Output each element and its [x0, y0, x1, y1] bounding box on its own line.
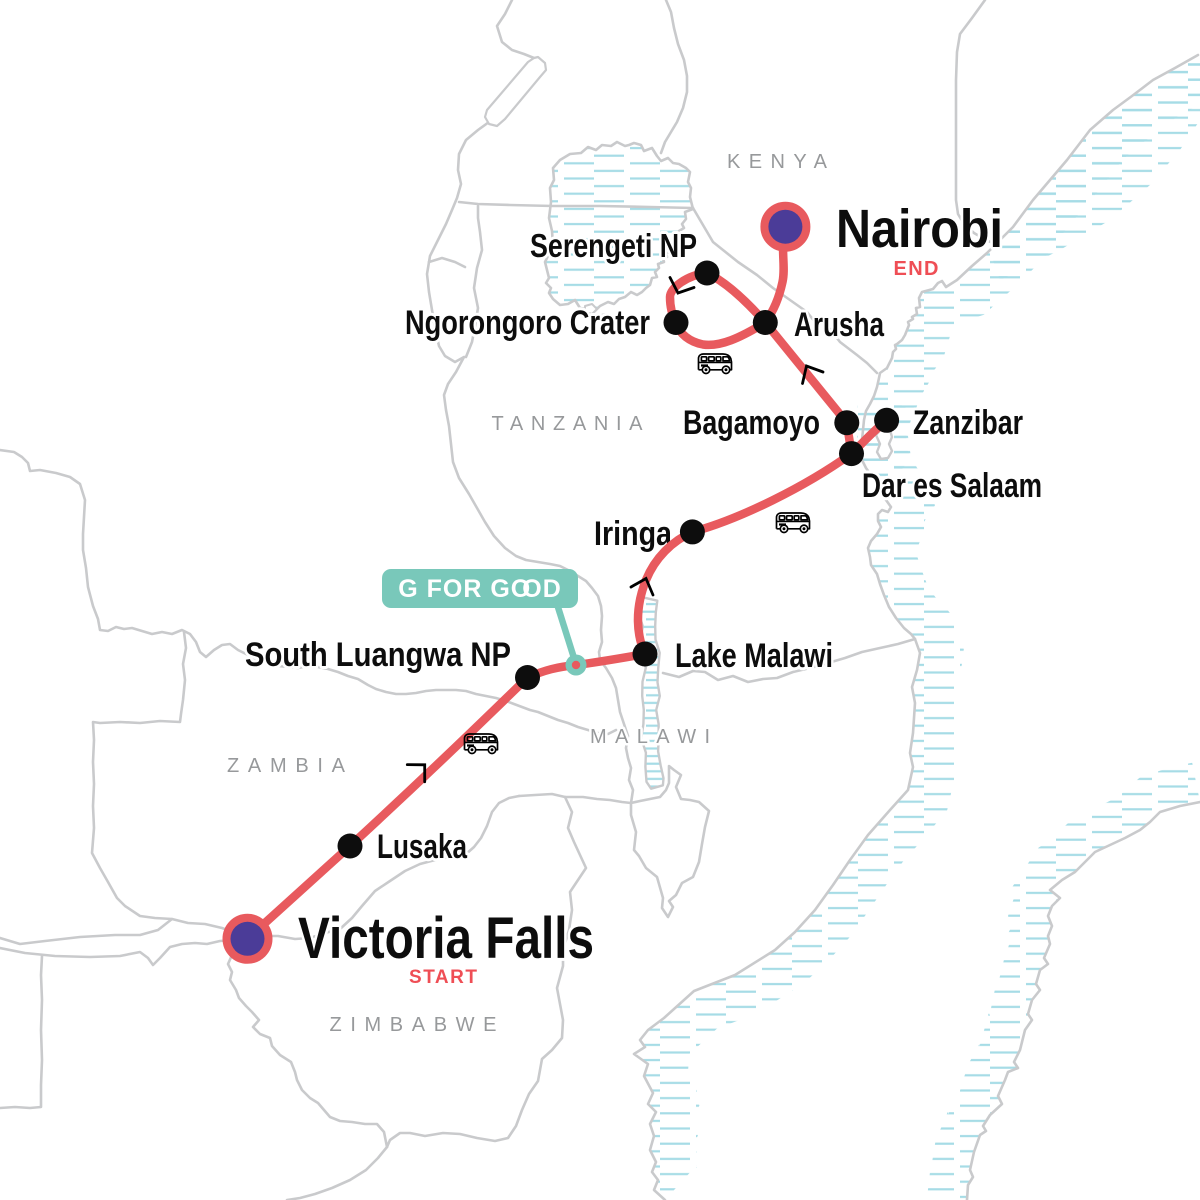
- svg-text:Arusha: Arusha: [794, 306, 885, 344]
- svg-text:ZIMBABWE: ZIMBABWE: [330, 1014, 497, 1036]
- svg-text:Victoria Falls: Victoria Falls: [298, 906, 594, 971]
- svg-text:Iringa: Iringa: [594, 515, 673, 553]
- svg-text:Lake Malawi: Lake Malawi: [675, 637, 833, 675]
- svg-text:South Luangwa NP: South Luangwa NP: [245, 636, 511, 674]
- svg-text:G FOR GOOD: G FOR GOOD: [398, 575, 562, 603]
- svg-text:Bagamoyo: Bagamoyo: [683, 404, 820, 442]
- svg-text:START: START: [409, 967, 477, 988]
- svg-text:Dar es Salaam: Dar es Salaam: [862, 467, 1042, 505]
- svg-text:Zanzibar: Zanzibar: [913, 404, 1023, 442]
- svg-text:Nairobi: Nairobi: [836, 199, 1003, 259]
- svg-text:Lusaka: Lusaka: [377, 828, 468, 866]
- svg-text:Serengeti NP: Serengeti NP: [530, 227, 697, 264]
- svg-text:Ngorongoro Crater: Ngorongoro Crater: [405, 304, 650, 342]
- svg-text:END: END: [894, 258, 939, 280]
